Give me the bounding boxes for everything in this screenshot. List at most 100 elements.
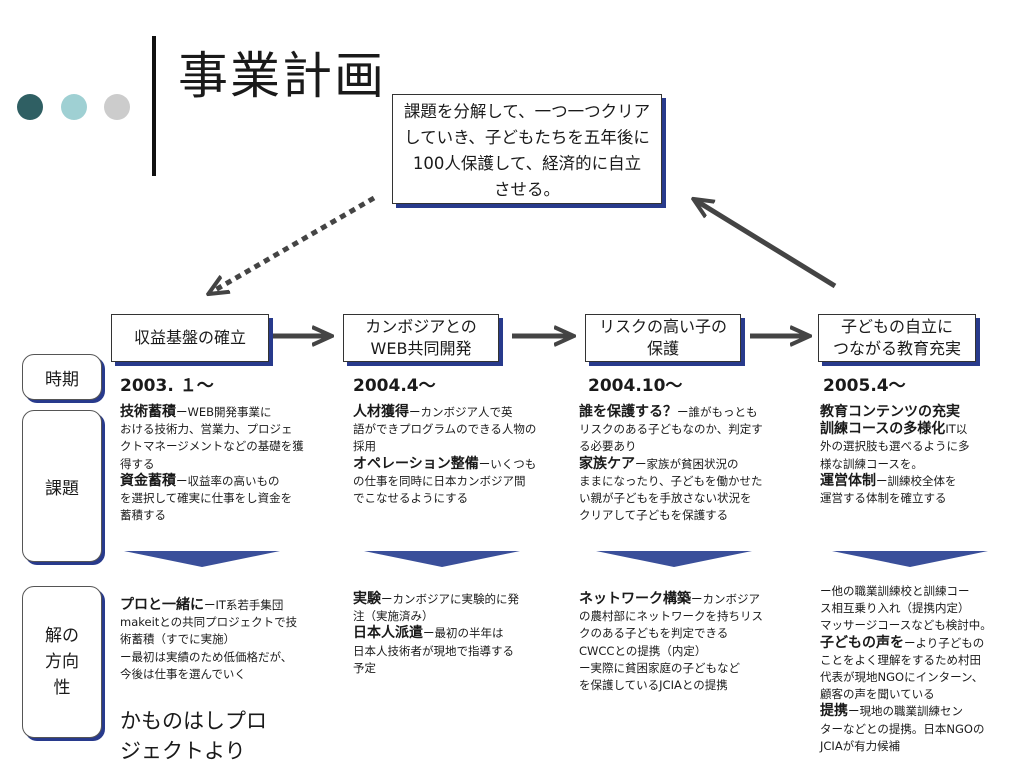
description: 外の選択肢も選べるように多 [820,439,970,454]
solutions-col-2: 実験ーカンボジアに実験的に発注（実施済み）日本人派遣ー最初の半年は日本人技術者が… [353,591,553,677]
description: マッサージコースなども検討中。 [820,618,992,633]
description: ままになったり、子どもを働かせた [579,473,763,488]
description: ー誰がもっとも [677,405,758,419]
description: 蓄積する [120,508,166,523]
down-arrow [124,551,280,567]
down-arrow [832,551,988,567]
down-arrow [364,551,520,567]
goal-line: していき、子どもたちを五年後に [404,128,650,147]
text-line: ターなどとの提携。日本NGOの [820,721,1020,738]
stage-label: つながる教育充実 [832,339,961,358]
description: 日本人技術者が現地で指導する [353,643,514,658]
description: 予定 [353,660,376,675]
description: ーカンボジア人で英 [409,405,513,419]
description: ー収益率の高いもの [176,473,280,488]
stage-label: 子どもの自立に [840,317,953,336]
decor-dot-gray [104,94,130,120]
text-line: を選択して確実に仕事をし資金を [120,490,320,507]
description: ーカンボジア [691,592,760,606]
description: 運営する体制を確立する [820,491,947,506]
text-line: の農村部にネットワークを持ちリス [579,608,779,625]
text-line: 実験ーカンボジアに実験的に発 [353,591,553,608]
description: クのある子どもを判定できる [579,626,729,641]
text-line: 運営体制ー訓練校全体を [820,473,1020,490]
description: リスクのある子どもなのか、判定す [579,422,763,437]
text-line: makeitとの共同プロジェクトで技 [120,614,320,631]
keyword: 子どもの声を [820,634,904,651]
description: クリアして子どもを保護する [579,508,729,523]
keyword: プロと一緒に [120,597,204,613]
issues-col-3: 誰を保護する？ー誰がもっともリスクのある子どもなのか、判定する必要あり家族ケアー… [579,404,779,524]
date-label: 2004.4〜 [353,376,436,396]
text-line: ス相互乗り入れ（提携内定） [820,600,1020,617]
text-line: CWCCとの提携（内定） [579,643,779,660]
description: ー最初は実績のため低価格だが、 [120,649,293,664]
description: ーより子どもの [904,635,985,650]
text-line: い親が子どもを手放さない状況を [579,490,779,507]
description: クトマネージメントなどの基礎を獲 [120,439,304,454]
description: 様な訓練コースを。 [820,456,923,471]
description: ことをよく理解をするため村田 [820,652,981,667]
row-label-text: 解の [45,626,79,646]
goal-line: させる。 [494,180,560,199]
row-label-period: 時期 [22,354,102,400]
description: 今後は仕事を選んでいく [120,666,246,681]
keyword: 日本人派遣 [353,625,423,642]
description: IT以 [945,422,968,437]
description: 注（実施済み） [353,609,434,624]
stage-box-4: 子どもの自立に つながる教育充実 [818,314,976,362]
description: makeitとの共同プロジェクトで技 [120,615,298,630]
description: でこなせるようにする [353,491,469,506]
text-line: 技術蓄積ーWEB開発事業に [120,404,320,421]
description: ー他の職業訓練校と訓練コー [820,584,970,598]
date-label: 2003. １〜 [120,376,214,396]
description: ス相互乗り入れ（提携内定） [820,601,970,616]
solutions-col-3: ネットワーク構築ーカンボジアの農村部にネットワークを持ちリスクのある子どもを判定… [579,591,779,694]
text-line: 様な訓練コースを。 [820,456,1020,473]
text-line: 蓄積する [120,507,320,524]
text-line: マッサージコースなども検討中。 [820,617,1020,634]
goal-box: 課題を分解して、一つ一つクリア していき、子どもたちを五年後に 100人保護して… [392,94,662,204]
row-label-text: 時期 [45,369,79,390]
text-line: 日本人技術者が現地で指導する [353,643,553,660]
issues-col-1: 技術蓄積ーWEB開発事業における技術力、営業力、プロジェクトマネージメントなどの… [120,404,320,524]
keyword: 誰を保護する？ [579,404,677,420]
stage-box-1: 収益基盤の確立 [111,314,269,362]
description: ー実際に貧困家庭の子どもなど [579,660,740,675]
stage-label: 収益基盤の確立 [133,328,246,347]
stage-box-3: リスクの高い子の 保護 [585,314,741,362]
text-line: 教育コンテンツの充実 [820,404,1020,421]
keyword: 実験 [353,591,381,607]
text-line: の仕事を同時に日本カンボジア間 [353,473,553,490]
row-label-text: 性 [53,678,71,698]
dotted-arrow [210,195,376,293]
goal-line: 課題を分解して、一つ一つクリア [403,102,651,121]
text-line: 訓練コースの多様化IT以 [820,421,1020,438]
text-line: 外の選択肢も選べるように多 [820,438,1020,455]
keyword: 技術蓄積 [120,404,176,420]
stage-label: WEB共同開発 [370,339,472,358]
text-line: 今後は仕事を選んでいく [120,666,320,683]
stage-label: リスクの高い子の [598,317,727,336]
keyword: 資金蓄積 [120,472,176,489]
keyword: 訓練コースの多様化 [820,421,946,438]
description: ー現地の職業訓練セン [848,704,963,719]
description: ー最初の半年は [423,626,504,641]
stage-label: カンボジアとの [365,317,477,336]
text-line: 予定 [353,660,553,677]
description: ーカンボジアに実験的に発 [381,592,519,606]
text-line: を保護しているJCIAとの提携 [579,677,779,694]
text-line: 家族ケアー家族が貧困状況の [579,456,779,473]
text-line: ことをよく理解をするため村田 [820,652,1020,669]
text-line: ー他の職業訓練校と訓練コー [820,583,1020,600]
description: 得する [120,456,155,471]
description: おける技術力、営業力、プロジェ [120,422,293,437]
keyword: 運営体制 [820,472,876,489]
text-line: クトマネージメントなどの基礎を獲 [120,438,320,455]
text-line: ー実際に貧困家庭の子どもなど [579,660,779,677]
row-label-text: 方向 [45,652,79,672]
goal-line: 100人保護して、経済的に自立 [412,154,642,173]
description: の農村部にネットワークを持ちリス [579,609,763,624]
text-line: おける技術力、営業力、プロジェ [120,421,320,438]
